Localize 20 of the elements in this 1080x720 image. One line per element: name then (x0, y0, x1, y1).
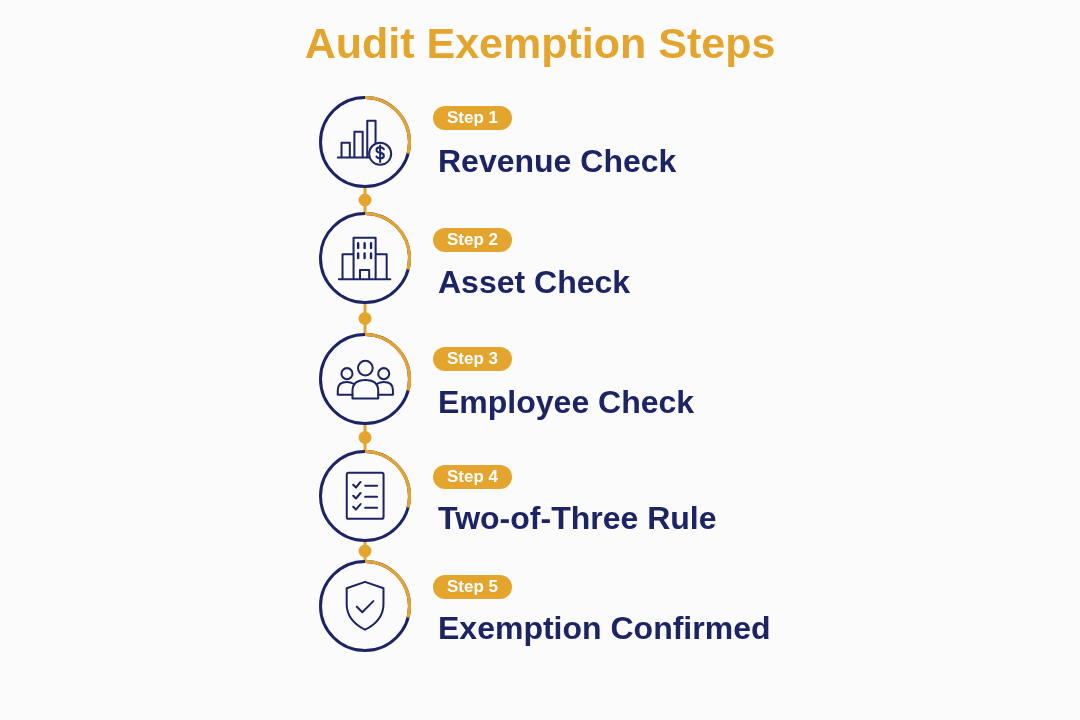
step-circle (319, 450, 411, 542)
step-circle (319, 333, 411, 425)
connector-line (358, 302, 372, 335)
connector-line (358, 540, 372, 562)
title: Audit Exemption Steps (304, 19, 776, 67)
step-title: Asset Check (438, 263, 631, 301)
step-title: Employee Check (438, 383, 695, 421)
step-circle (319, 560, 411, 652)
step-badge: Step 5 (433, 575, 513, 599)
step-badge: Step 4 (433, 465, 513, 489)
step-title: Revenue Check (438, 142, 677, 180)
step-circle (319, 212, 411, 304)
step-badge: Step 2 (433, 228, 513, 252)
step-badge: Step 3 (433, 347, 513, 371)
step-badge: Step 1 (433, 106, 513, 130)
step-title: Exemption Confirmed (438, 609, 771, 647)
step-circle (319, 96, 411, 188)
step-title: Two-of-Three Rule (438, 499, 717, 537)
connector-line (358, 186, 372, 214)
connector-line (358, 423, 372, 452)
